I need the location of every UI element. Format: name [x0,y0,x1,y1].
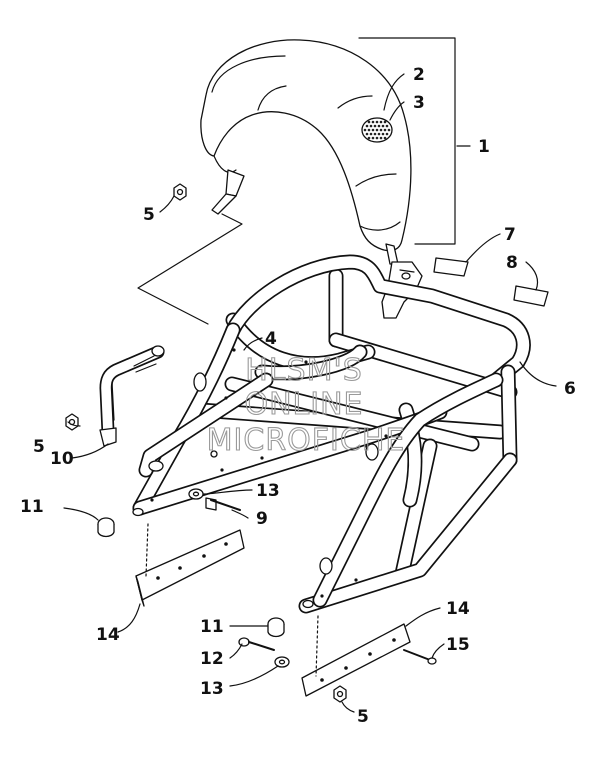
group-bracket-1 [358,37,456,245]
grid-dot [367,128,371,132]
grid-dot [367,136,371,140]
callout-12: 12 [200,649,224,669]
grid-dot [377,132,381,136]
callout-7: 7 [504,225,516,245]
callout-15: 15 [446,635,470,655]
nut-5-bottom [333,685,347,703]
callout-8: 8 [506,253,518,273]
grid-dot [383,136,387,140]
callout-5-bottom: 5 [357,707,369,727]
cover-grid-patch [361,117,393,143]
rack-frame [132,254,531,614]
callout-5-top: 5 [143,205,155,225]
grid-dot [377,124,381,128]
grid-dot [375,128,379,132]
grid-dot [383,120,387,124]
grid-dot [371,128,375,132]
washer-13-top [188,488,204,500]
grid-dot [379,120,383,124]
callout-6: 6 [564,379,576,399]
callout-13-top: 13 [256,481,280,501]
grid-dot [365,124,369,128]
mounting-plate-right [301,623,411,697]
grid-dot [373,132,377,136]
grid-dot [367,120,371,124]
callout-3: 3 [413,93,425,113]
bolt-9 [205,497,241,511]
callout-11-left: 11 [20,497,44,517]
grid-dot [385,124,389,128]
grid-dot [381,124,385,128]
callout-labels: 1 2 3 4 5 5 5 6 7 8 9 10 11 11 12 13 13 … [20,65,576,727]
screw-15 [403,649,437,665]
callout-13-bottom: 13 [200,679,224,699]
washer-13-bottom [274,656,290,668]
callout-14-right: 14 [446,599,470,619]
grid-dot [379,128,383,132]
watermark-line-1: HLSM'S [245,353,363,388]
watermark: HLSM'S ONLINE MICROFICHE [206,352,406,458]
grid-dot [373,124,377,128]
grid-dot [369,124,373,128]
callout-14-left: 14 [96,625,120,645]
reference-line [137,213,243,325]
callout-10: 10 [50,449,74,469]
callout-9: 9 [256,509,268,529]
grab-handle [99,345,165,447]
callout-1: 1 [478,137,490,157]
leader-lines [63,73,557,713]
watermark-line-3: MICROFICHE [207,423,406,458]
callout-2: 2 [413,65,425,85]
grid-dot [375,120,379,124]
decal-8 [513,285,549,307]
mounting-plate-left [135,529,245,607]
grid-dot [379,136,383,140]
grid-dot [371,120,375,124]
watermark-line-2: ONLINE [244,387,363,422]
grid-dot [383,128,387,132]
grid-dot [363,128,367,132]
decal-7 [433,257,469,277]
callout-11-right: 11 [200,617,224,637]
cap-plug-11-right [267,617,285,638]
backrest-bracket-left [211,169,245,215]
grid-dot [375,136,379,140]
callout-4: 4 [265,329,277,349]
grid-dot [369,132,373,136]
callout-5-left: 5 [33,437,45,457]
grid-dot [387,128,391,132]
grid-dot [365,132,369,136]
grid-dot [385,132,389,136]
cap-plug-11-left [97,517,115,538]
nut-5-top [173,183,187,201]
grid-dot [381,132,385,136]
grid-dot [371,136,375,140]
bolt-12 [238,637,275,651]
backrest-pad [200,39,412,252]
